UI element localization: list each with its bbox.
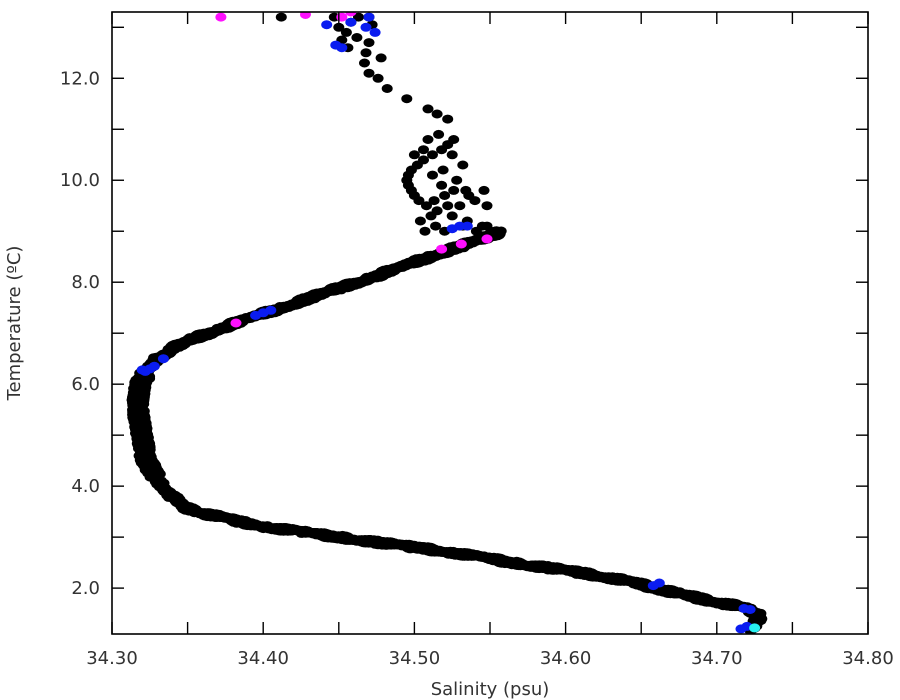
data-point bbox=[430, 221, 442, 231]
data-point bbox=[461, 221, 473, 231]
data-point bbox=[428, 196, 440, 206]
data-point bbox=[481, 221, 493, 231]
y-tick-label: 10.0 bbox=[60, 170, 100, 191]
data-point bbox=[478, 185, 490, 195]
y-tick-label: 8.0 bbox=[71, 272, 100, 293]
data-point bbox=[481, 234, 493, 244]
data-point bbox=[454, 201, 466, 211]
data-point bbox=[363, 38, 375, 48]
data-point bbox=[336, 43, 348, 53]
x-tick-label: 34.50 bbox=[389, 648, 441, 669]
tick-labels: 34.30 34.40 34.50 34.60 34.70 34.80 2.0 4.0 6.0 8… bbox=[60, 68, 894, 669]
data-point bbox=[136, 365, 148, 375]
data-point bbox=[148, 361, 160, 371]
data-point bbox=[436, 180, 448, 190]
x-tick-label: 34.40 bbox=[237, 648, 289, 669]
y-tick-label: 6.0 bbox=[71, 374, 100, 395]
data-point bbox=[333, 22, 345, 32]
data-point bbox=[336, 12, 348, 22]
data-point bbox=[442, 114, 454, 124]
data-point bbox=[369, 27, 381, 37]
series-blue bbox=[136, 12, 756, 634]
y-tick-label: 4.0 bbox=[71, 476, 100, 497]
data-point bbox=[455, 239, 467, 249]
data-point bbox=[265, 305, 277, 315]
x-tick-label: 34.80 bbox=[842, 648, 894, 669]
data-point bbox=[744, 605, 756, 614]
data-point bbox=[345, 12, 357, 17]
data-point bbox=[422, 104, 434, 114]
x-tick-label: 34.60 bbox=[540, 648, 592, 669]
data-point bbox=[345, 17, 357, 27]
axis-ticks bbox=[111, 12, 869, 634]
data-point bbox=[431, 109, 443, 119]
data-point bbox=[230, 318, 242, 328]
scatter-points bbox=[126, 12, 768, 634]
data-point bbox=[321, 20, 333, 30]
data-point bbox=[414, 216, 426, 226]
data-point bbox=[157, 354, 169, 364]
data-point bbox=[359, 58, 370, 68]
data-point bbox=[442, 201, 454, 211]
data-point bbox=[363, 68, 375, 78]
data-point bbox=[353, 12, 364, 22]
data-point bbox=[433, 129, 445, 139]
data-point bbox=[422, 135, 434, 144]
data-point bbox=[470, 226, 482, 236]
data-point bbox=[653, 578, 665, 588]
data-point bbox=[460, 185, 472, 195]
data-point bbox=[351, 33, 363, 42]
data-point bbox=[439, 191, 451, 200]
data-point bbox=[481, 201, 493, 211]
data-point bbox=[419, 226, 431, 236]
data-point bbox=[427, 170, 438, 180]
data-point bbox=[448, 135, 460, 144]
data-point bbox=[360, 22, 372, 32]
data-point bbox=[401, 94, 413, 104]
data-point bbox=[446, 211, 458, 221]
data-point bbox=[418, 155, 429, 165]
data-point bbox=[421, 201, 432, 211]
data-point bbox=[340, 27, 352, 37]
series-black bbox=[126, 12, 768, 634]
data-point bbox=[215, 12, 227, 22]
data-point bbox=[363, 12, 375, 22]
data-point bbox=[427, 150, 438, 160]
series-cyan bbox=[749, 623, 761, 633]
data-point bbox=[375, 53, 387, 63]
data-point bbox=[300, 12, 311, 19]
data-point bbox=[451, 175, 463, 185]
data-point bbox=[446, 150, 458, 160]
data-point bbox=[381, 84, 393, 93]
data-point bbox=[425, 211, 437, 221]
y-tick-label: 2.0 bbox=[71, 578, 100, 599]
data-point bbox=[469, 196, 481, 206]
x-axis-title: Salinity (psu) bbox=[431, 679, 550, 700]
data-point bbox=[437, 165, 449, 175]
data-point bbox=[436, 244, 448, 254]
data-point bbox=[749, 623, 761, 633]
series-magenta bbox=[215, 12, 493, 328]
y-axis-title: Temperature (ºC) bbox=[4, 246, 25, 402]
y-tick-label: 12.0 bbox=[60, 68, 100, 89]
data-point bbox=[408, 150, 420, 160]
x-tick-label: 34.70 bbox=[691, 648, 743, 669]
data-point bbox=[448, 185, 460, 195]
x-tick-label: 34.30 bbox=[86, 648, 138, 669]
data-point bbox=[489, 226, 500, 236]
data-point bbox=[275, 12, 287, 22]
data-point bbox=[372, 73, 384, 83]
data-point bbox=[360, 48, 372, 58]
data-point bbox=[457, 160, 469, 170]
data-point bbox=[418, 145, 429, 155]
